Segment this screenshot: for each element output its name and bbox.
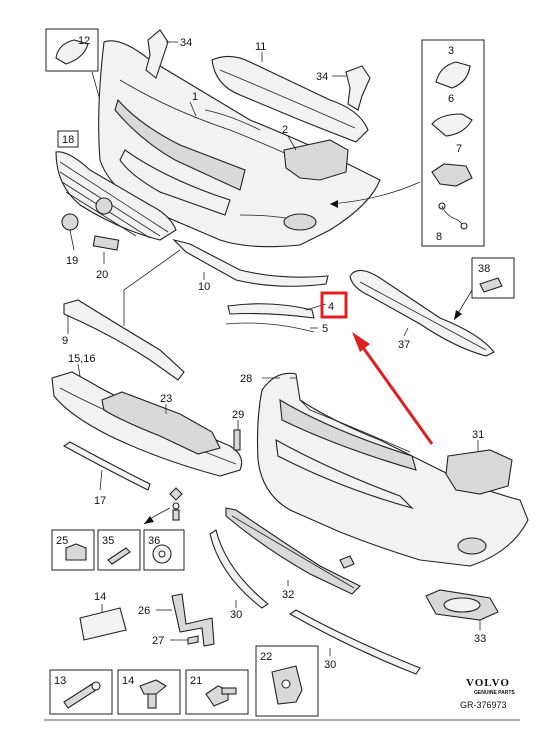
diagram-code: GR-376973 [460,700,507,710]
label-4: 4 [328,301,334,313]
label-17: 17 [94,495,106,507]
grille: 19 [55,151,177,267]
highlight-part-4[interactable]: 4 [320,291,348,319]
absorber-11: 11 [211,41,369,143]
clip-small [339,555,355,569]
badge-20: 20 [92,235,120,281]
label-2: 2 [282,124,288,136]
label-28: 28 [240,373,252,385]
lower-bumper-28: 28 [240,372,529,567]
fastener-stack [143,487,183,525]
label-22: 22 [260,651,272,663]
label-20: 20 [96,269,108,281]
label-38: 38 [478,263,490,275]
label-23: 23 [160,393,172,405]
label-13: 13 [54,675,66,687]
parts-box-3-8: 3 6 7 8 [329,39,485,247]
red-arrow [352,332,434,445]
shield-23: 23 [101,391,221,455]
label-25: 25 [56,535,68,547]
label-15-16: 15,16 [68,353,96,365]
label-18: 18 [62,134,74,146]
fog-cover-33: 33 [425,589,499,645]
label-31: 31 [472,429,484,441]
label-3: 3 [448,45,454,57]
label-12: 12 [78,35,90,47]
label-8: 8 [436,231,442,243]
part-12-box: 12 [45,28,101,101]
boxes-25-35-36: 25 35 36 [51,529,185,571]
label-33: 33 [474,633,486,645]
bracket-2: 2 [282,124,349,181]
label-30-left: 30 [230,609,242,621]
label-36: 36 [148,535,160,547]
upper-bumper: 1 [98,40,381,248]
plate-14: 14 [79,591,127,641]
label-5: 5 [322,323,328,335]
label-34-top: 34 [180,37,192,49]
label-6: 6 [448,93,454,105]
label-34-right: 34 [316,71,328,83]
label-9: 9 [62,335,68,347]
bracket-34-right: 34 [316,65,371,111]
label-37: 37 [398,339,410,351]
label-1: 1 [192,91,198,103]
volvo-logo: VOLVO [466,677,510,689]
trim-10: 10 [172,238,329,293]
strip-9: 9 [62,249,185,381]
part-18-label: 18 [57,130,79,148]
label-26: 26 [138,605,150,617]
label-14-clip: 14 [122,675,134,687]
clip-29: 29 [232,409,244,451]
label-32: 32 [282,589,294,601]
boxes-bottom: 13 14 21 22 [49,645,319,717]
trim-37: 37 [349,269,495,357]
branding: VOLVO GENUINE PARTS GR-376973 [44,677,520,721]
bracket-26-27: 26 27 [138,593,215,647]
trim-30: 30 30 [209,529,421,675]
label-29: 29 [232,409,244,421]
brand-sub: GENUINE PARTS [474,690,515,696]
bracket-34-top: 34 [145,29,192,79]
label-11: 11 [255,41,266,53]
strip-17: 17 [62,441,151,507]
trim-4-5: 5 [225,303,328,335]
label-35: 35 [102,535,114,547]
part-38-box: 38 [453,257,515,321]
label-21: 21 [190,675,202,687]
label-14-plate: 14 [94,591,106,603]
bracket-31: 31 [445,429,513,495]
lower-grille-32: 32 [225,507,361,601]
label-27: 27 [152,635,164,647]
label-19: 19 [66,255,78,267]
label-30-bottom: 30 [324,659,336,671]
label-10: 10 [198,281,210,293]
label-7: 7 [456,143,462,155]
